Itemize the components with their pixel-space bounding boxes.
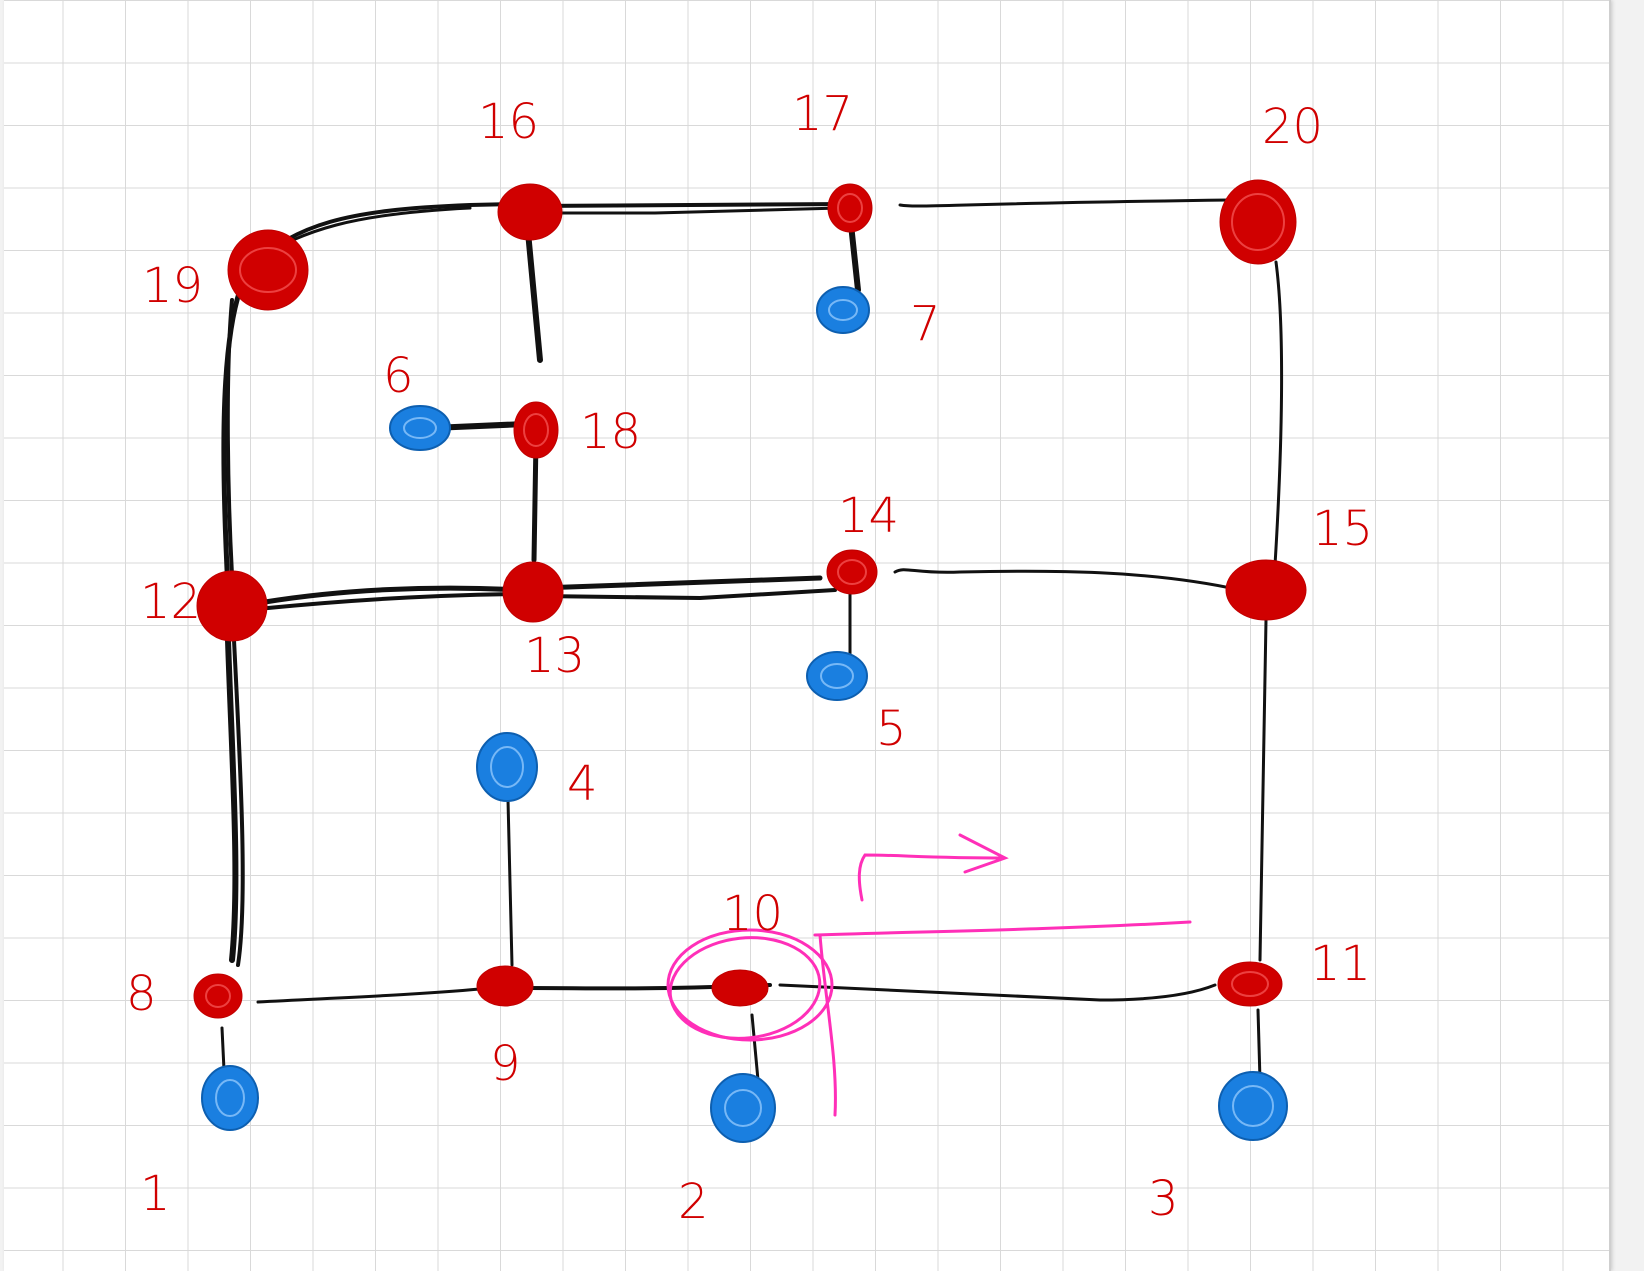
scribble-7: [828, 299, 858, 321]
scribble-19: [239, 247, 297, 293]
edge-10-2: [750, 1013, 760, 1082]
label-11: 11: [1310, 936, 1371, 992]
edge-20-15: [1273, 260, 1284, 567]
node-labels: 16 17 20 19 7 6 18 14 15 12 13 5 4 10 11…: [126, 86, 1373, 1230]
node-6: [389, 405, 451, 451]
edge-19-12: [221, 287, 243, 593]
junction-nodes: [193, 179, 1307, 1019]
annotation-line-vertical: [818, 933, 837, 1117]
label-1: 1: [140, 1166, 171, 1222]
node-3: [1218, 1071, 1288, 1141]
label-3: 3: [1148, 1171, 1179, 1227]
node-20: [1219, 179, 1297, 265]
edge-17-20: [898, 198, 1232, 208]
node-11: [1217, 961, 1283, 1007]
annotation-group: [666, 833, 1192, 1117]
scribble-17: [837, 193, 863, 223]
edge-10-11: [778, 983, 1217, 1002]
edge-8-9: [256, 986, 492, 1004]
edge-18-13: [531, 437, 539, 563]
scribble-2: [724, 1089, 762, 1127]
edge-8-1: [220, 1026, 226, 1072]
terminal-nodes: [201, 286, 1288, 1143]
scribble-18: [523, 413, 549, 447]
grid-paper: [4, 0, 1610, 1271]
scribble-20: [1231, 193, 1285, 251]
node-7: [816, 286, 870, 334]
label-9: 9: [490, 1036, 521, 1092]
scribble-5: [820, 663, 854, 689]
node-8: [193, 973, 243, 1019]
node-19: [227, 229, 309, 311]
node-16: [497, 183, 563, 241]
edge-13-14-b: [538, 588, 837, 601]
highlight-circle-10-b: [668, 936, 822, 1040]
node-13: [502, 561, 564, 623]
label-17: 17: [792, 86, 853, 142]
label-10: 10: [722, 886, 783, 942]
edge-12-13: [262, 585, 523, 605]
label-4: 4: [567, 756, 598, 812]
label-20: 20: [1262, 99, 1323, 155]
scribble-6: [403, 417, 437, 439]
edge-16-13: [525, 229, 543, 363]
label-14: 14: [838, 488, 899, 544]
label-18: 18: [580, 404, 641, 460]
label-16: 16: [478, 94, 539, 150]
node-5: [806, 651, 868, 701]
edge-13-14: [537, 575, 823, 591]
scribble-4: [490, 746, 524, 788]
edge-12-8: [225, 637, 239, 963]
label-15: 15: [1312, 501, 1373, 557]
scribble-3: [1232, 1085, 1274, 1127]
label-12: 12: [140, 574, 201, 630]
node-18: [513, 401, 559, 459]
label-6: 6: [383, 348, 414, 404]
edge-14-15: [893, 568, 1242, 592]
node-9: [476, 965, 534, 1007]
edges: [220, 198, 1284, 1082]
node-1: [201, 1065, 259, 1131]
node-14: [826, 549, 878, 595]
node-10: [711, 969, 769, 1007]
edge-19-12-b: [225, 298, 234, 577]
scribble-11: [1231, 971, 1269, 997]
page-edge: [1609, 0, 1611, 1271]
label-7: 7: [910, 296, 941, 352]
edge-16-17: [528, 202, 852, 208]
node-15: [1225, 559, 1307, 621]
scribble-1: [215, 1079, 245, 1117]
node-12: [196, 570, 268, 642]
edge-16-17-b: [528, 206, 842, 215]
scribble-14: [837, 559, 867, 585]
annotation-line-horizontal: [813, 920, 1192, 937]
edge-9-4: [506, 798, 514, 967]
highlight-circle-10: [666, 928, 834, 1042]
junction-scribbles: [205, 193, 1285, 1008]
node-4: [476, 732, 538, 802]
right-arrow-icon: [857, 833, 1009, 902]
node-17: [827, 183, 873, 233]
label-8: 8: [126, 966, 157, 1022]
label-5: 5: [876, 701, 907, 757]
scribble-8: [205, 984, 231, 1008]
edge-15-11: [1258, 618, 1268, 962]
edge-12-8-b: [232, 638, 245, 967]
edge-12-13-b: [266, 592, 517, 610]
node-2: [710, 1073, 776, 1143]
label-2: 2: [678, 1174, 709, 1230]
terminal-scribbles: [215, 299, 1274, 1127]
label-13: 13: [524, 628, 585, 684]
edge-11-3: [1256, 1008, 1262, 1082]
label-19: 19: [142, 258, 203, 314]
